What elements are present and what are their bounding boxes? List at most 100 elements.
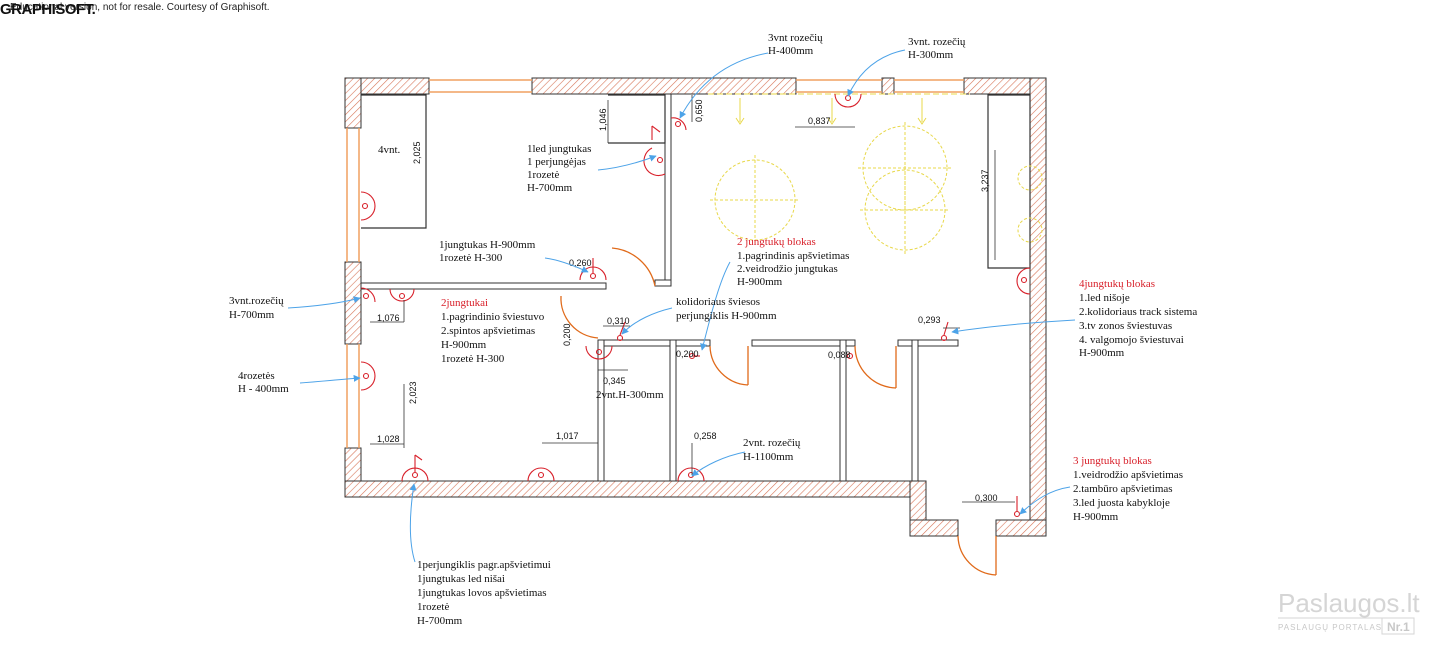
- svg-text:H - 400mm: H - 400mm: [238, 383, 289, 395]
- svg-text:1.pagrindinio šviestuvo: 1.pagrindinio šviestuvo: [441, 311, 545, 323]
- svg-text:H-400mm: H-400mm: [768, 45, 814, 57]
- svg-text:H-900mm: H-900mm: [441, 339, 487, 351]
- label-room-count: 4vnt.: [378, 144, 401, 156]
- leader-top-sockets-left: [679, 52, 769, 119]
- svg-text:4jungtukų blokas: 4jungtukų blokas: [1079, 278, 1155, 290]
- wall-entry-bottom-left: [909, 519, 959, 537]
- svg-text:4. valgomojo šviestuvai: 4. valgomojo šviestuvai: [1079, 334, 1184, 346]
- windows: [346, 79, 964, 448]
- svg-text:H-1100mm: H-1100mm: [743, 451, 794, 463]
- svg-text:H-700mm: H-700mm: [229, 309, 275, 321]
- leader-switch-socket: [544, 257, 589, 273]
- svg-text:2vnt. rozečių: 2vnt. rozečių: [743, 437, 801, 449]
- svg-text:Nr.1: Nr.1: [1387, 620, 1410, 634]
- note-sockets-1100: 2vnt. rozečių H-1100mm: [743, 437, 801, 463]
- svg-text:H-300mm: H-300mm: [908, 49, 954, 61]
- door-bath-a: [709, 345, 749, 386]
- dim-0837: 0,837: [808, 116, 831, 126]
- wall-bottom: [344, 480, 926, 498]
- note-left-sockets: 3vnt.rozečių H-700mm: [229, 295, 284, 321]
- wall-left-middle: [344, 261, 362, 345]
- wall-bedroom-bottom: [360, 282, 607, 290]
- svg-text:1.veidrodžio apšvietimas: 1.veidrodžio apšvietimas: [1073, 469, 1183, 481]
- note-four-sockets: 4rozetės H - 400mm: [238, 370, 289, 395]
- note-top-sockets-left: 3vnt rozečių H-400mm: [768, 32, 823, 57]
- svg-text:H-900mm: H-900mm: [737, 276, 783, 288]
- svg-text:2.tambūro apšvietimas: 2.tambūro apšvietimas: [1073, 483, 1173, 495]
- note-switch-socket: 1jungtukas H-900mm 1rozetė H-300: [439, 239, 536, 264]
- wall-top-middle: [531, 77, 797, 95]
- note-two-switches: 2jungtukai 1.pagrindinio šviestuvo 2.spi…: [441, 297, 545, 365]
- svg-text:1 perjungėjas: 1 perjungėjas: [527, 156, 586, 168]
- svg-text:H-700mm: H-700mm: [417, 615, 463, 627]
- note-three-block: 3 jungtukų blokas 1.veidrodžio apšvietim…: [1073, 455, 1183, 523]
- leader-four-sockets: [299, 374, 361, 384]
- dim-2025: 2,025: [412, 141, 422, 164]
- svg-text:Paslaugos.lt: Paslaugos.lt: [1278, 588, 1420, 618]
- svg-text:3vnt rozečių: 3vnt rozečių: [768, 32, 823, 44]
- electrical-devices: [360, 93, 1031, 518]
- svg-text:2.veidrodžio jungtukas: 2.veidrodžio jungtukas: [737, 263, 838, 275]
- wall-bedroom-kitchen: [664, 93, 672, 287]
- wall-stub: [654, 279, 672, 287]
- note-four-block: 4jungtukų blokas 1.led nišoje 2.kolidori…: [1079, 278, 1197, 359]
- note-hall-switches: 2 jungtukų blokas 1.pagrindinis apšvieti…: [737, 236, 849, 288]
- dim-0258: 0,258: [694, 431, 717, 441]
- note-bedroom-switches: 1perjungiklis pagr.apšvietimui 1jungtuka…: [417, 559, 551, 627]
- wall-hall-right: [911, 339, 919, 482]
- svg-text:PASLAUGŲ PORTALAS: PASLAUGŲ PORTALAS: [1278, 623, 1382, 632]
- note-led-switch: 1led jungtukas 1 perjungėjas 1rozetė H-7…: [527, 143, 591, 194]
- svg-text:2 jungtukų blokas: 2 jungtukų blokas: [737, 236, 816, 248]
- dim-0260: 0,260: [569, 258, 592, 268]
- note-top-sockets-right: 3vnt. rozečių H-300mm: [908, 36, 966, 61]
- leader-bedroom-switches: [409, 483, 417, 563]
- dim-1076: 1,076: [377, 313, 400, 323]
- svg-text:2.spintos apšvietimas: 2.spintos apšvietimas: [441, 325, 535, 337]
- leader-led-switch: [597, 154, 657, 171]
- note-sockets-300: 2vnt.H-300mm: [596, 389, 664, 401]
- svg-text:1rozetė H-300: 1rozetė H-300: [439, 252, 503, 264]
- wall-top-pier: [881, 77, 895, 95]
- leader-four-block: [951, 319, 1076, 335]
- interior-walls: [360, 93, 959, 482]
- annotations: 4vnt. 3vnt rozečių H-400mm 3vnt. rozečių…: [229, 32, 1197, 627]
- dim-0088: 0,088: [828, 350, 851, 360]
- svg-text:1perjungiklis pagr.apšvietimui: 1perjungiklis pagr.apšvietimui: [417, 559, 551, 571]
- svg-text:3 jungtukų blokas: 3 jungtukų blokas: [1073, 455, 1152, 467]
- svg-text:1.pagrindinis apšvietimas: 1.pagrindinis apšvietimas: [737, 250, 849, 262]
- svg-text:H-900mm: H-900mm: [1079, 347, 1125, 359]
- svg-text:H-700mm: H-700mm: [527, 182, 573, 194]
- dim-0345: 0,345: [603, 376, 626, 386]
- wall-bath-left: [597, 339, 605, 482]
- svg-text:1jungtukas led nišai: 1jungtukas led nišai: [417, 573, 505, 585]
- educational-banner: Educational version, not for resale. Cou…: [10, 2, 270, 13]
- svg-text:1.led nišoje: 1.led nišoje: [1079, 292, 1130, 304]
- dim-0293: 0,293: [918, 315, 941, 325]
- dim-3237: 3,237: [980, 169, 990, 192]
- dim-0300: 0,300: [975, 493, 998, 503]
- wardrobe-top: [608, 94, 666, 144]
- leader-corridor-light: [621, 307, 673, 335]
- wall-entry-bottom-right: [995, 519, 1047, 537]
- dimension-labels: 1,046 0,650 0,837 2,025 3,237 0,260 1,07…: [377, 99, 998, 503]
- svg-text:1rozetė H-300: 1rozetė H-300: [441, 353, 505, 365]
- door-bedroom: [611, 247, 656, 287]
- svg-text:H-900mm: H-900mm: [1073, 511, 1119, 523]
- outer-walls: [344, 77, 1047, 537]
- graphisoft-logo: GRAPHISOFT.: [0, 1, 96, 18]
- leader-sockets-1100: [691, 451, 746, 477]
- svg-text:3vnt.rozečių: 3vnt.rozečių: [229, 295, 284, 307]
- wall-corridor-c: [897, 339, 959, 347]
- leader-lines: [287, 49, 1076, 563]
- svg-text:2.kolidoriaus track sistema: 2.kolidoriaus track sistema: [1079, 306, 1197, 318]
- dim-0200-a: 0,200: [562, 323, 572, 346]
- svg-text:1rozetė: 1rozetė: [527, 169, 559, 181]
- dim-1046: 1,046: [598, 108, 608, 131]
- wall-right: [1029, 77, 1047, 537]
- door-closet: [560, 295, 599, 339]
- doors: [560, 247, 997, 576]
- wall-corridor-b: [751, 339, 856, 347]
- dim-0200-b: 0,200: [676, 349, 699, 359]
- svg-text:3.tv zonos šviestuvas: 3.tv zonos šviestuvas: [1079, 320, 1172, 332]
- svg-text:kolidoriaus šviesos: kolidoriaus šviesos: [676, 296, 760, 308]
